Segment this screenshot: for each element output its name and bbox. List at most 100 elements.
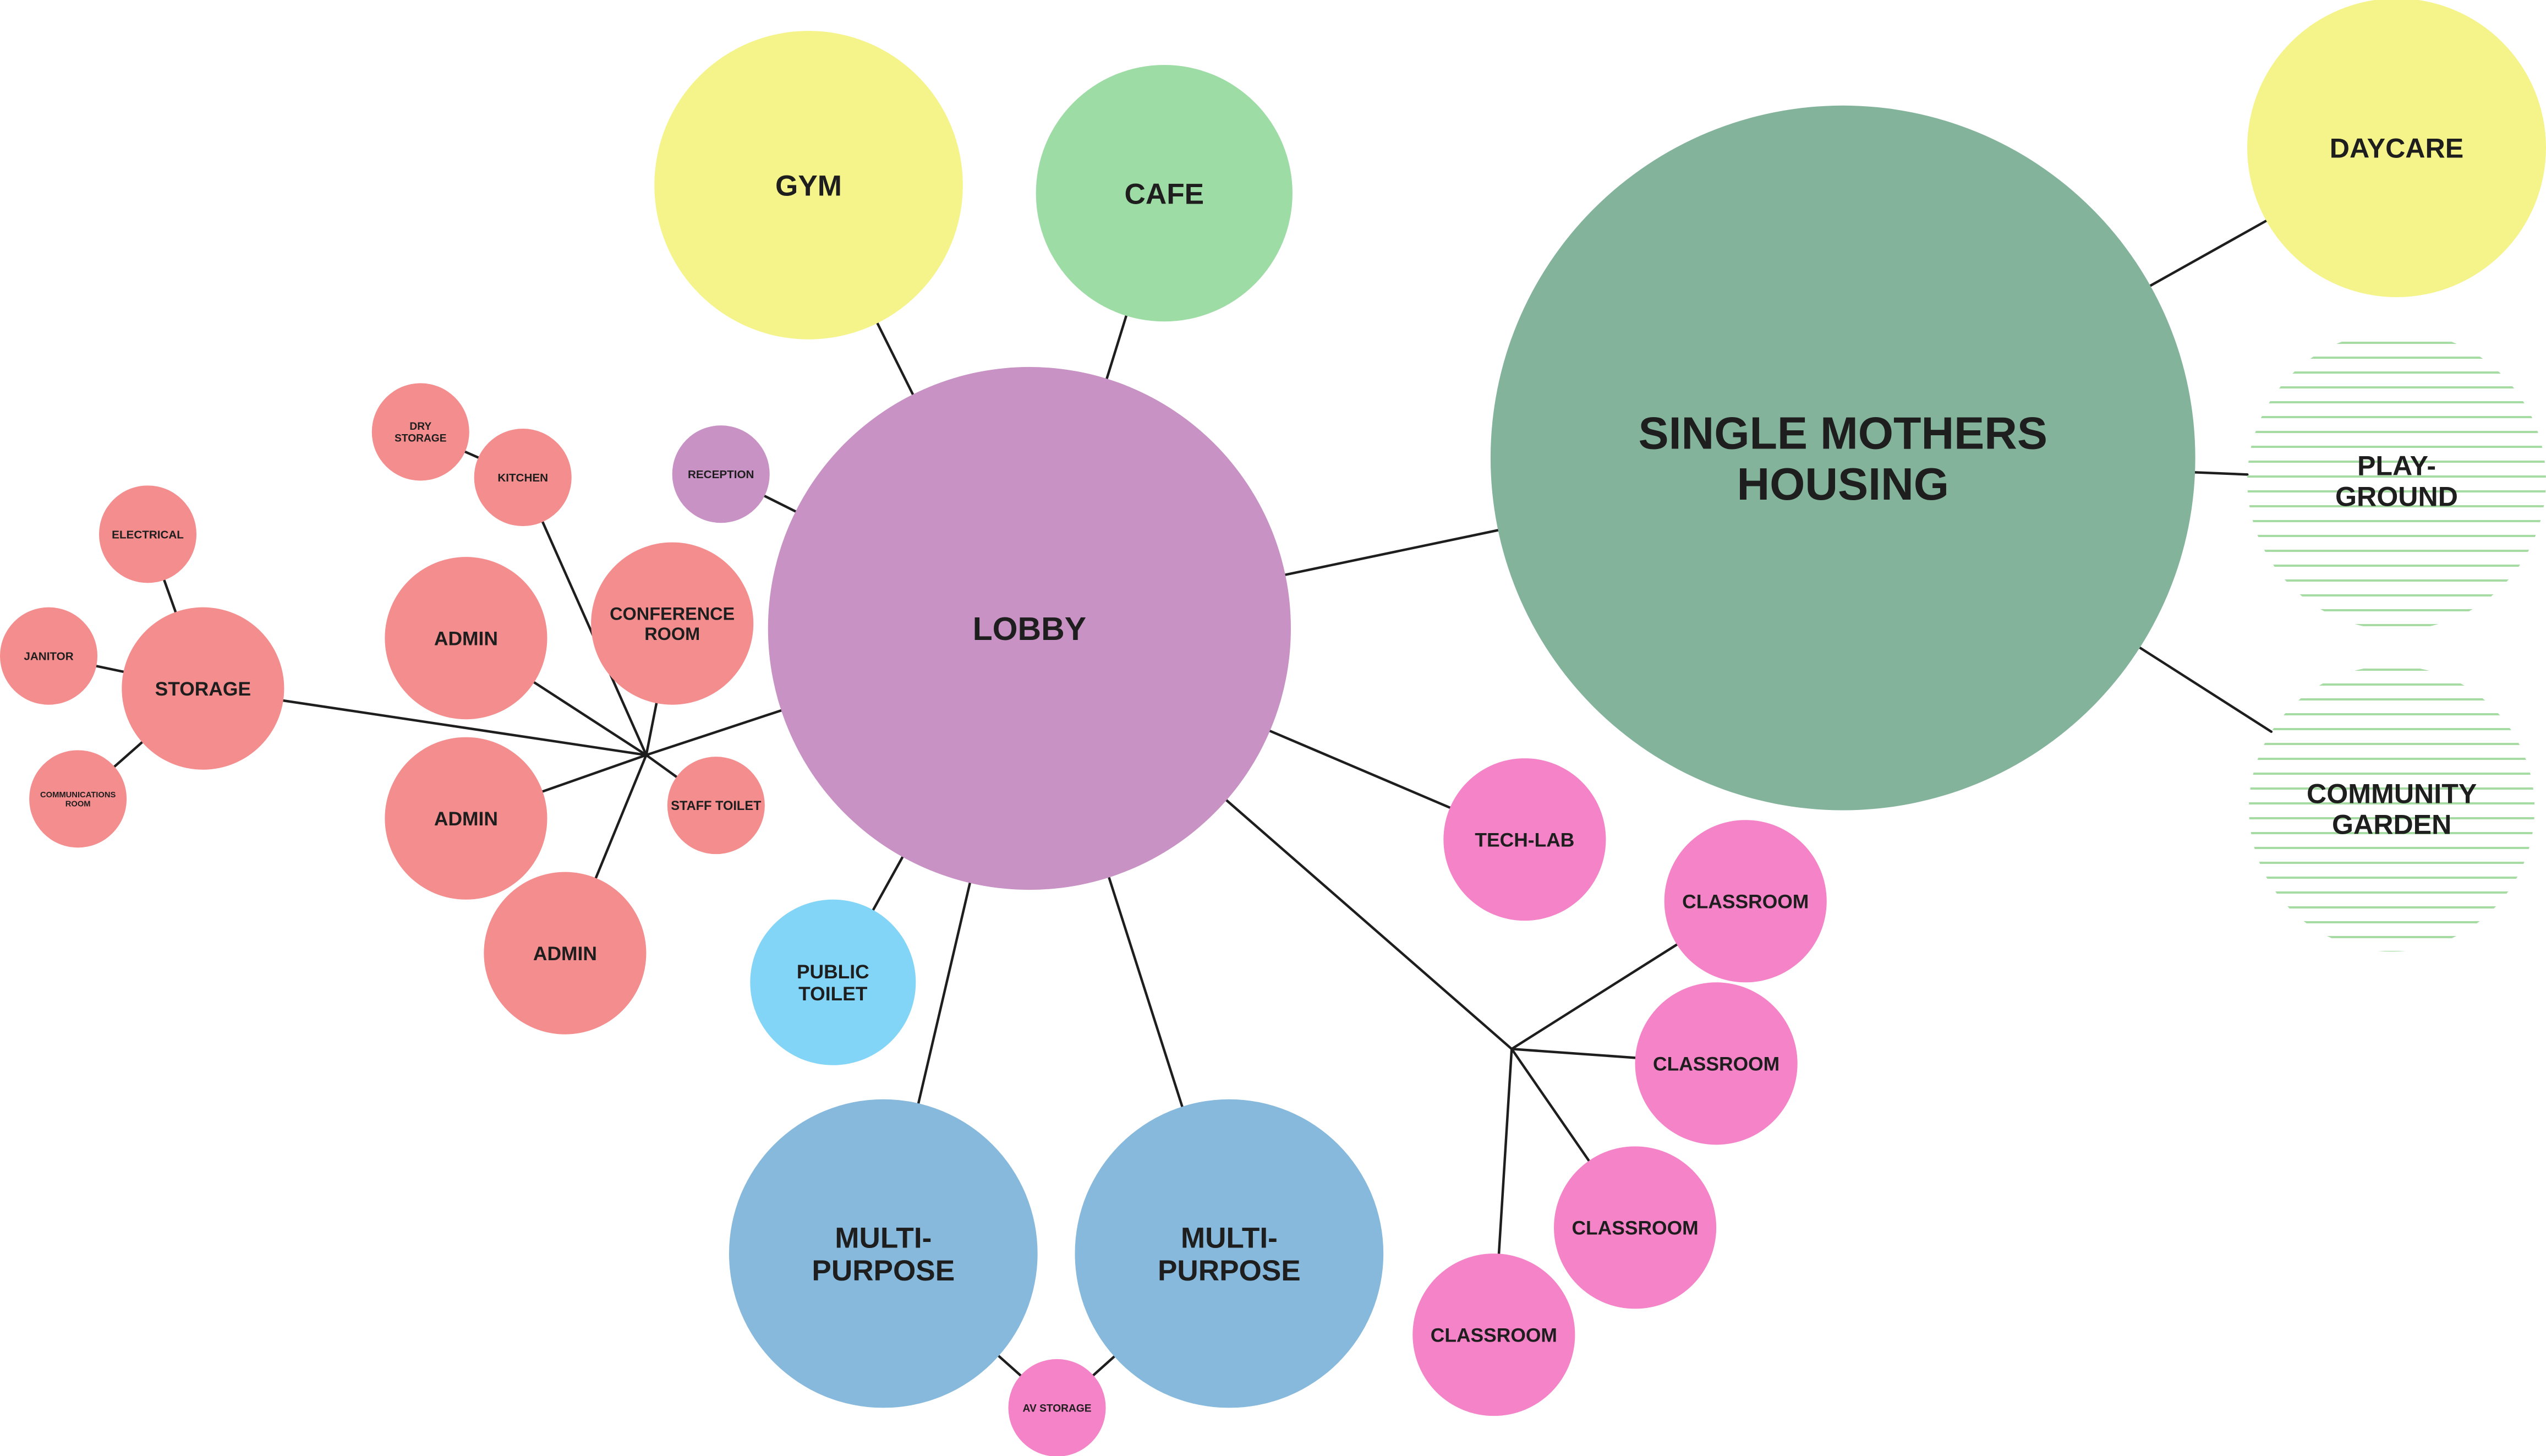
link-lobby-housing	[1284, 529, 1499, 576]
bubble-electrical: ELECTRICAL	[99, 485, 197, 583]
bubble-classroom-2: CLASSROOM	[1635, 982, 1798, 1145]
bubble-admin-3: ADMIN	[484, 872, 647, 1034]
bubble-classroom-3: CLASSROOM	[1554, 1146, 1717, 1309]
bubble-label-public-toilet: TOILET	[798, 983, 868, 1005]
bubble-label-classroom-3: CLASSROOM	[1572, 1217, 1698, 1239]
link-lobby-cafe	[1105, 314, 1128, 380]
bubble-label-classroom-4: CLASSROOM	[1431, 1324, 1557, 1346]
bubble-label-dry-storage: DRY	[409, 421, 431, 433]
bubble-multi-2: MULTI-PURPOSE	[1075, 1099, 1384, 1408]
link-lobby-reception	[763, 495, 797, 513]
bubble-label-playground: PLAY-	[2357, 450, 2436, 481]
bubble-tech-lab: TECH-LAB	[1443, 758, 1606, 921]
bubble-kitchen: KITCHEN	[474, 429, 572, 527]
bubble-circle-tech-lab	[1443, 758, 1606, 921]
link-staff-hub-conference	[645, 702, 658, 757]
link-lobby-tech-lab	[1268, 730, 1452, 809]
bubble-label-playground: GROUND	[2335, 481, 2458, 512]
bubble-label-av-storage: AV STORAGE	[1023, 1403, 1092, 1414]
bubble-circle-janitor	[0, 607, 98, 705]
bubble-circle-admin-3	[484, 872, 647, 1034]
bubble-circle-classroom-4	[1412, 1254, 1575, 1416]
bubble-label-dry-storage: STORAGE	[395, 433, 447, 445]
link-multi-2-av-storage	[1092, 1355, 1116, 1377]
bubble-label-daycare: DAYCARE	[2330, 133, 2463, 164]
bubble-label-communications: COMMUNICATIONS	[40, 791, 116, 800]
link-lobby-multi-2	[1108, 876, 1184, 1108]
bubble-admin-2: ADMIN	[385, 737, 547, 900]
link-lobby-public-toilet	[872, 856, 904, 911]
bubble-label-garden: COMMUNITY	[2307, 779, 2477, 809]
bubble-label-admin-3: ADMIN	[533, 943, 597, 965]
bubble-circle-public-toilet	[750, 899, 916, 1065]
bubble-label-classroom-1: CLASSROOM	[1682, 890, 1809, 912]
bubble-label-electrical: ELECTRICAL	[112, 528, 184, 541]
link-lobby-gym	[876, 322, 915, 396]
bubble-label-gym: GYM	[775, 170, 842, 202]
bubble-circle-staff-toilet	[667, 757, 765, 855]
bubble-cafe: CAFE	[1036, 65, 1293, 322]
bubble-label-multi-1: PURPOSE	[812, 1255, 955, 1287]
link-staff-hub-staff-toilet	[645, 753, 678, 779]
link-class-hub-classroom-4	[1497, 1048, 1513, 1255]
bubble-multi-1: MULTI-PURPOSE	[729, 1099, 1038, 1408]
bubble-label-classroom-2: CLASSROOM	[1653, 1053, 1780, 1075]
link-kitchen-dry-storage	[463, 450, 480, 459]
link-housing-playground	[2193, 471, 2249, 476]
bubble-circle-gym	[654, 31, 963, 340]
bubble-circle-daycare	[2247, 0, 2546, 297]
bubble-circle-multi-2	[1075, 1099, 1384, 1408]
bubble-playground: PLAY-GROUND	[2247, 331, 2546, 630]
bubble-staff-toilet: STAFF TOILET	[667, 757, 765, 855]
bubble-label-housing: SINGLE MOTHERS	[1638, 408, 2047, 459]
bubble-circle-reception	[672, 425, 770, 523]
bubble-label-lobby: LOBBY	[973, 611, 1087, 647]
bubble-label-housing: HOUSING	[1737, 458, 1949, 510]
link-housing-daycare	[2149, 219, 2268, 287]
bubble-label-multi-2: PURPOSE	[1158, 1255, 1301, 1287]
link-class-hub-classroom-3	[1510, 1048, 1590, 1162]
bubble-daycare: DAYCARE	[2247, 0, 2546, 297]
bubble-circle-lobby	[768, 366, 1291, 890]
bubble-gym: GYM	[654, 31, 963, 340]
link-class-hub-classroom-1	[1510, 943, 1678, 1050]
bubble-label-janitor: JANITOR	[24, 650, 73, 663]
bubble-label-public-toilet: PUBLIC	[797, 961, 869, 983]
bubble-label-staff-toilet: STAFF TOILET	[671, 799, 762, 813]
bubble-reception: RECEPTION	[672, 425, 770, 523]
link-lobby-staff-hub	[645, 709, 783, 757]
link-staff-hub-admin-1	[533, 681, 648, 757]
bubble-circle-cafe	[1036, 65, 1293, 322]
bubble-classroom-1: CLASSROOM	[1664, 820, 1827, 983]
bubble-circle-housing	[1490, 105, 2195, 811]
bubble-circle-dry-storage	[371, 383, 469, 481]
connection-lines	[95, 219, 2273, 1377]
bubble-janitor: JANITOR	[0, 607, 98, 705]
link-staff-hub-admin-2	[541, 753, 648, 793]
bubble-label-communications: ROOM	[65, 800, 91, 808]
bubble-circle-classroom-2	[1635, 982, 1798, 1145]
bubble-circle-multi-1	[729, 1099, 1038, 1408]
bubble-circle-garden	[2248, 665, 2535, 952]
bubble-circle-av-storage	[1008, 1359, 1106, 1456]
bubble-label-kitchen: KITCHEN	[497, 472, 548, 484]
link-storage-janitor	[95, 665, 125, 674]
bubble-admin-1: ADMIN	[385, 557, 547, 720]
link-lobby-class-hub	[1225, 798, 1513, 1050]
bubble-circle-admin-2	[385, 737, 547, 900]
bubble-label-conference: ROOM	[644, 624, 700, 644]
link-staff-hub-admin-3	[594, 753, 648, 879]
bubble-label-garden: GARDEN	[2332, 809, 2451, 840]
link-class-hub-classroom-2	[1510, 1048, 1637, 1059]
bubble-storage: STORAGE	[122, 607, 284, 770]
bubble-av-storage: AV STORAGE	[1008, 1359, 1106, 1456]
bubble-circle-classroom-1	[1664, 820, 1827, 983]
bubble-circle-storage	[122, 607, 284, 770]
